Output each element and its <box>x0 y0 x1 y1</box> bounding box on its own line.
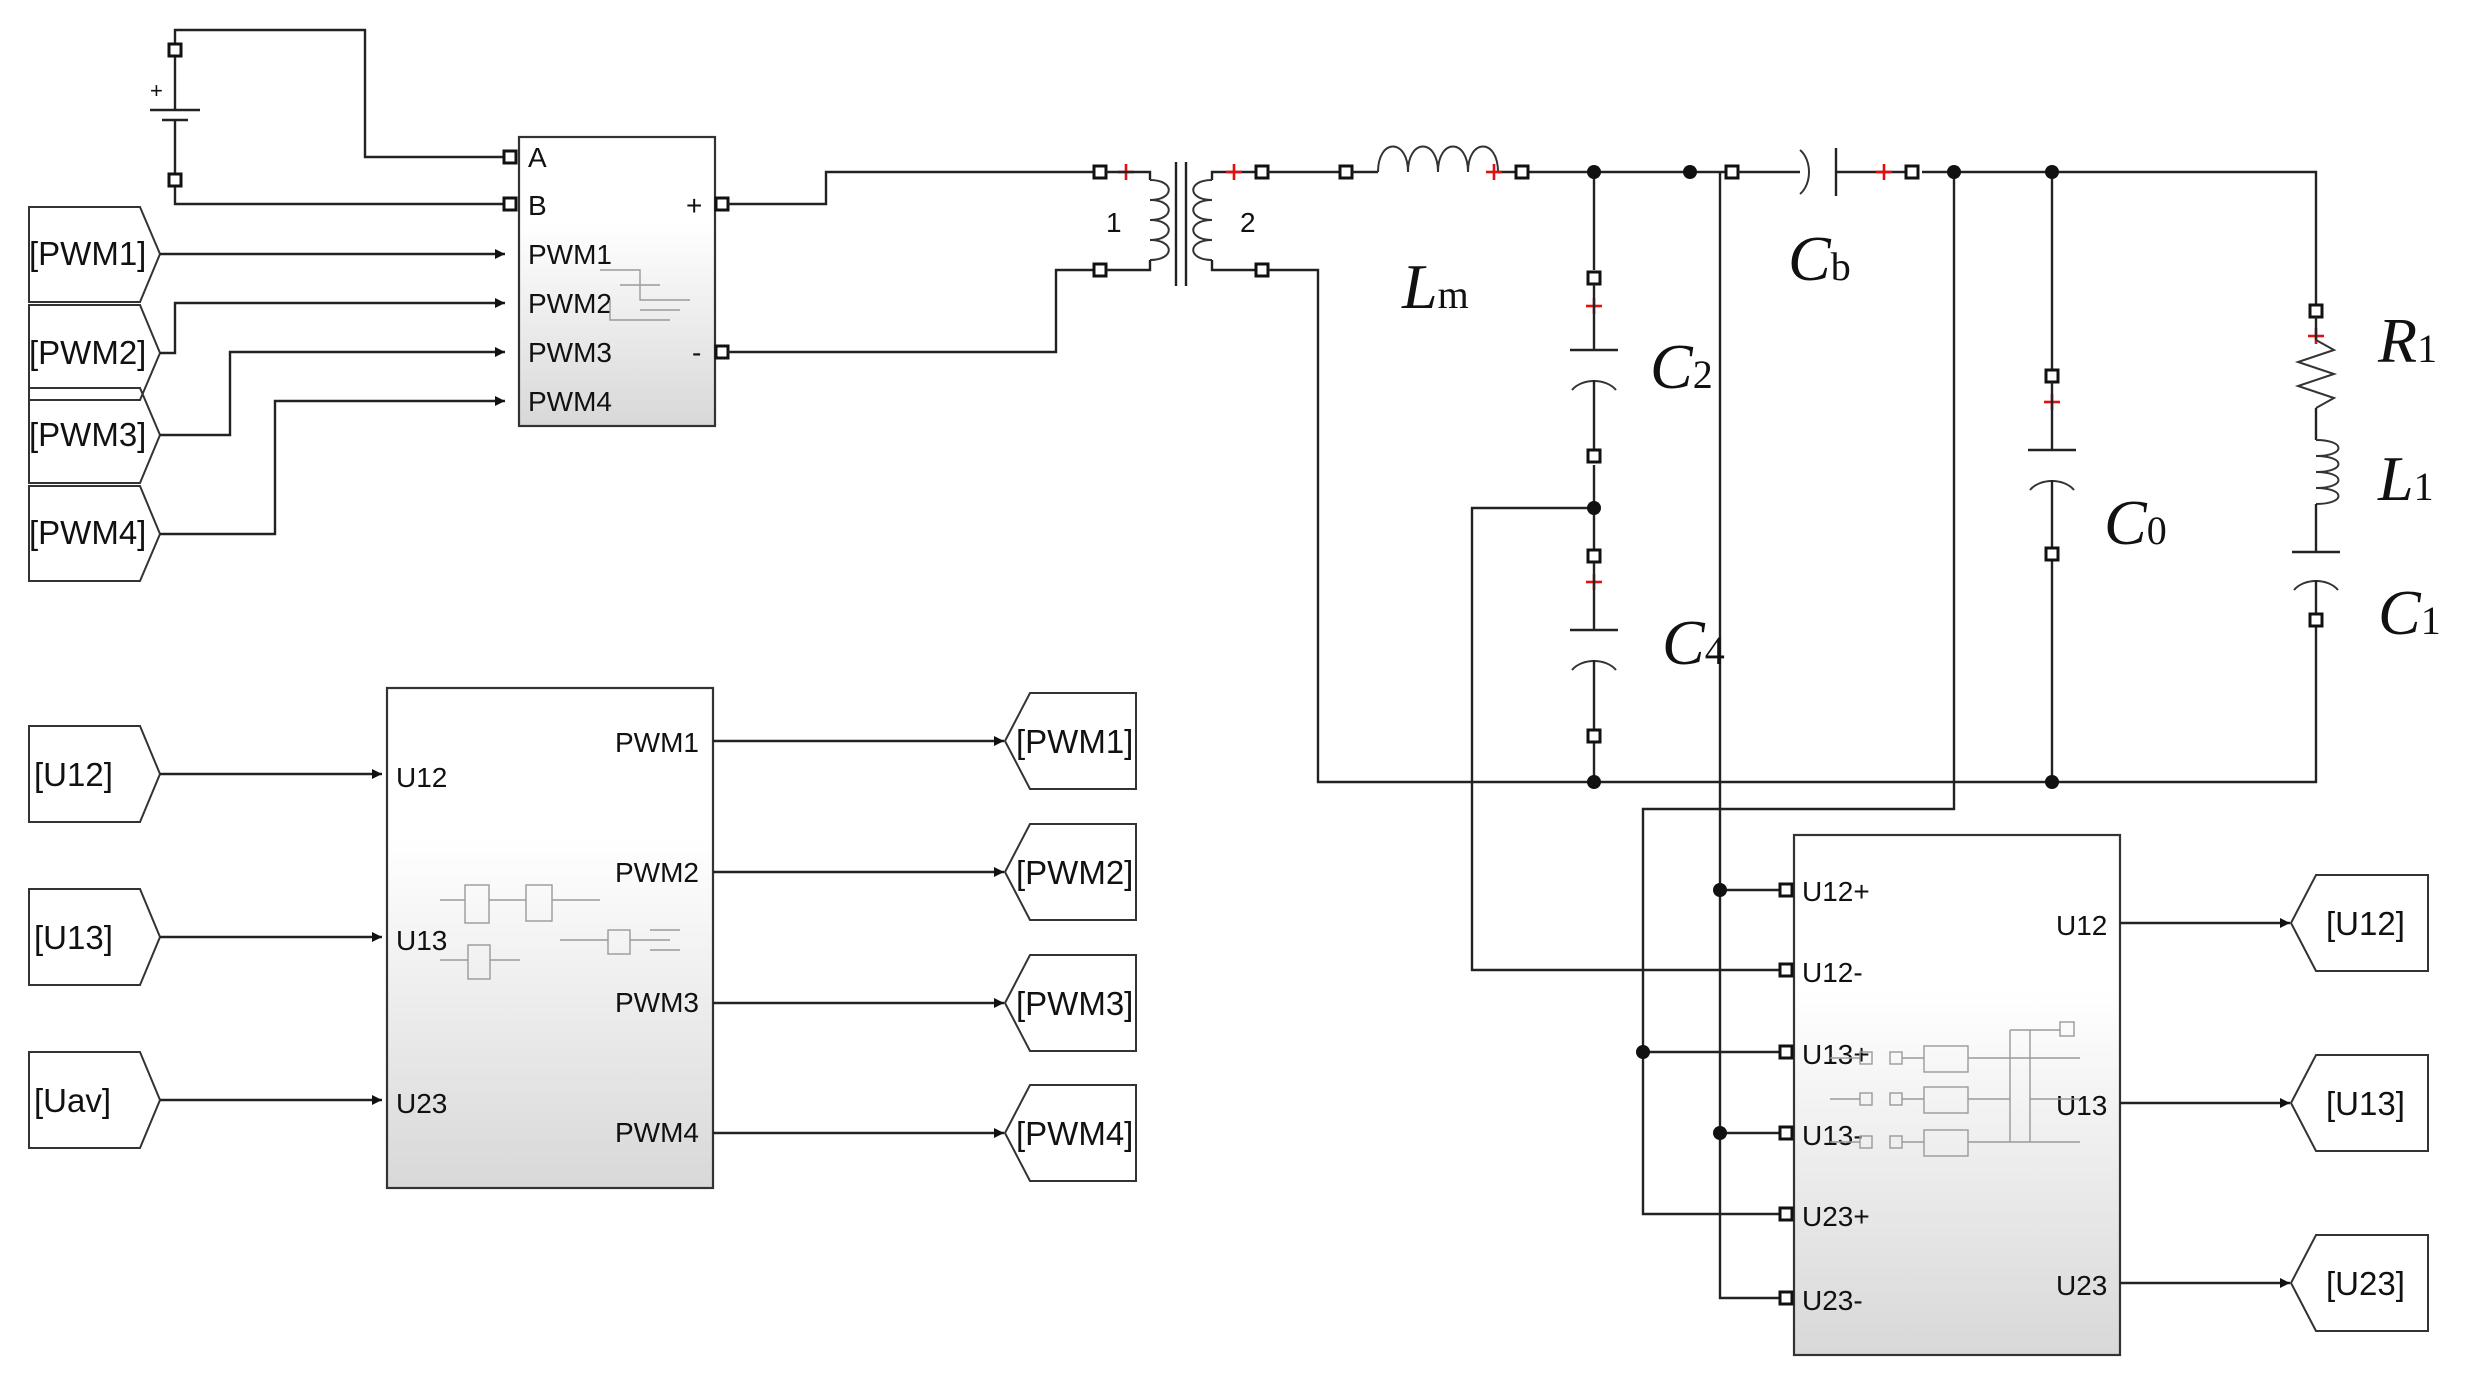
measure-port-out-u23: U23 <box>2056 1270 2107 1301</box>
capacitor-c2[interactable]: C2 <box>1570 270 1713 464</box>
goto-tag-pwm3[interactable]: [PWM3] <box>1003 954 1137 1052</box>
bridge-port-plus: + <box>686 190 702 221</box>
controller-port-pwm3: PWM3 <box>615 987 699 1018</box>
bridge-port-minus: - <box>692 337 701 368</box>
capacitor-cb[interactable]: Cb <box>1724 148 1920 294</box>
from-tags-top: [PWM1] [PWM2] [PWM3] [PWM4] <box>28 206 162 582</box>
measure-port-u23-minus: U23- <box>1802 1285 1863 1316</box>
controller-port-u12: U12 <box>396 762 447 793</box>
svg-text:[PWM4]: [PWM4] <box>1016 1115 1133 1152</box>
goto-tag-u12[interactable]: [U12] <box>2289 874 2429 972</box>
capacitor-c4[interactable]: C4 <box>1570 548 1725 744</box>
from-tag-u13[interactable]: [U13] <box>28 888 162 986</box>
dc-source[interactable]: + <box>150 28 510 206</box>
label-c1: C1 <box>2378 577 2441 648</box>
from-tag-pwm4[interactable]: [PWM4] <box>28 485 162 582</box>
svg-text:[PWM4]: [PWM4] <box>29 514 146 551</box>
inductor-lm[interactable]: Lm <box>1338 145 1530 323</box>
goto-tag-u23[interactable]: [U23] <box>2289 1234 2429 1332</box>
goto-tag-pwm1[interactable]: [PWM1] <box>1003 692 1137 790</box>
controller-port-u23: U23 <box>396 1088 447 1119</box>
junction-dots <box>1587 165 2059 1140</box>
measure-port-u12-plus: U12+ <box>1802 876 1870 907</box>
transformer-primary-label: 1 <box>1106 207 1122 238</box>
controller-block[interactable]: U12 U13 U23 PWM1 PWM2 PWM3 PWM4 <box>385 686 715 1190</box>
measure-port-out-u12: U12 <box>2056 910 2107 941</box>
label-cb: Cb <box>1788 223 1851 294</box>
label-l1: L1 <box>2377 443 2434 514</box>
label-r1: R1 <box>2377 305 2437 376</box>
label-c0: C0 <box>2104 487 2167 558</box>
bridge-port-pwm2: PWM2 <box>528 288 612 319</box>
label-lm: Lm <box>1401 251 1469 322</box>
from-tag-pwm3[interactable]: [PWM3] <box>28 387 162 484</box>
svg-text:[U12]: [U12] <box>2326 905 2405 942</box>
bridge-port-pwm4: PWM4 <box>528 386 612 417</box>
bridge-block[interactable]: A B PWM1 PWM2 PWM3 PWM4 + - <box>502 135 730 428</box>
from-tag-pwm2[interactable]: [PWM2] <box>28 304 162 401</box>
transformer-secondary-label: 2 <box>1240 207 1256 238</box>
goto-tags-pwm: [PWM1] [PWM2] [PWM3] [PWM4] <box>713 692 1137 1182</box>
bridge-port-b: B <box>528 190 547 221</box>
svg-text:[U13]: [U13] <box>34 919 113 956</box>
svg-text:[U12]: [U12] <box>34 756 113 793</box>
controller-port-pwm2: PWM2 <box>615 857 699 888</box>
from-tags-top-wires <box>160 249 505 536</box>
goto-tag-pwm4[interactable]: [PWM4] <box>1003 1084 1137 1182</box>
svg-text:[PWM2]: [PWM2] <box>1016 854 1133 891</box>
svg-text:[PWM1]: [PWM1] <box>29 235 146 272</box>
controller-port-pwm1: PWM1 <box>615 727 699 758</box>
controller-port-pwm4: PWM4 <box>615 1117 699 1148</box>
from-tags-bottom: [U12] [U13] [Uav] <box>28 725 382 1149</box>
svg-text:[PWM1]: [PWM1] <box>1016 723 1133 760</box>
measure-port-u23-plus: U23+ <box>1802 1201 1870 1232</box>
measure-port-out-u13: U13 <box>2056 1090 2107 1121</box>
measure-port-u13-plus: U13+ <box>1802 1039 1870 1070</box>
measurement-block[interactable]: U12+ U12- U13+ U13- U23+ U23- U12 U13 U2… <box>1778 833 2122 1357</box>
svg-text:[PWM2]: [PWM2] <box>29 334 146 371</box>
bridge-port-pwm1: PWM1 <box>528 239 612 270</box>
measurement-block-thumbnail <box>1830 1021 2080 1157</box>
svg-text:[PWM3]: [PWM3] <box>29 416 146 453</box>
capacitor-c0[interactable]: C0 <box>2028 368 2167 562</box>
transformer[interactable]: 1 2 <box>728 162 1270 354</box>
label-c4: C4 <box>1662 607 1725 678</box>
battery-plus-sign: + <box>150 78 163 103</box>
controller-block-thumbnail <box>440 884 680 980</box>
label-c2: C2 <box>1650 331 1713 402</box>
from-tag-u12[interactable]: [U12] <box>28 725 162 823</box>
goto-tag-u13[interactable]: [U13] <box>2289 1054 2429 1152</box>
bridge-block-thumbnail <box>600 269 690 321</box>
controller-port-u13: U13 <box>396 925 447 956</box>
from-tag-uav[interactable]: [Uav] <box>28 1051 162 1149</box>
goto-tag-pwm2[interactable]: [PWM2] <box>1003 823 1137 921</box>
bridge-port-a: A <box>528 142 547 173</box>
svg-text:[PWM3]: [PWM3] <box>1016 985 1133 1022</box>
rlc-branch[interactable]: R1 L1 C1 <box>2292 303 2441 648</box>
measure-port-u13-minus: U13- <box>1802 1120 1863 1151</box>
measure-port-u12-minus: U12- <box>1802 957 1863 988</box>
svg-text:[U13]: [U13] <box>2326 1085 2405 1122</box>
svg-text:[Uav]: [Uav] <box>34 1082 111 1119</box>
from-tag-pwm1[interactable]: [PWM1] <box>28 206 162 303</box>
bridge-port-pwm3: PWM3 <box>528 337 612 368</box>
svg-text:[U23]: [U23] <box>2326 1265 2405 1302</box>
goto-tags-u: [U12] [U13] [U23] <box>2120 874 2429 1332</box>
